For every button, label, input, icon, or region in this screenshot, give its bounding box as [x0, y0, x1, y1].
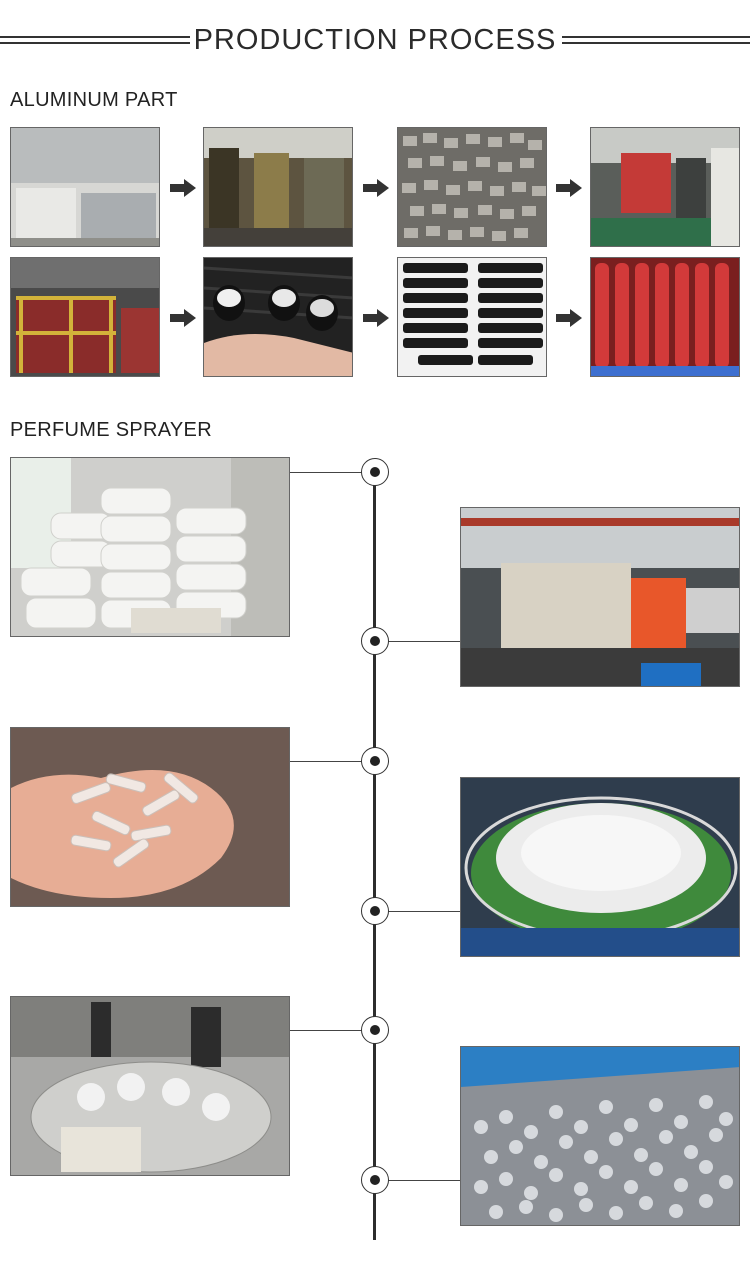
- page-title: PRODUCTION PROCESS: [193, 24, 557, 56]
- photo-aluminum-machine: [590, 127, 740, 247]
- machine-image: [591, 128, 739, 246]
- blue-bin-image: [461, 1047, 739, 1225]
- photo-aluminum-raw-stock: [10, 127, 160, 247]
- photo-aluminum-red-tubes: [590, 257, 740, 377]
- vibratory-bowl-image: [461, 778, 739, 956]
- black-caps-image: [204, 258, 352, 376]
- photo-sprayer-assembly-machine: [10, 996, 290, 1176]
- arrow-right-icon: [170, 309, 196, 327]
- injection-machine-image: [461, 508, 739, 686]
- racks-image: [11, 258, 159, 376]
- timeline-line: [373, 470, 376, 1240]
- photo-aluminum-racks: [10, 257, 160, 377]
- timeline-node: [361, 897, 389, 925]
- arrow-right-icon: [363, 309, 389, 327]
- arrow-right-icon: [170, 179, 196, 197]
- red-tubes-image: [591, 258, 739, 376]
- section-title-sprayer: PERFUME SPRAYER: [10, 419, 212, 441]
- photo-aluminum-press: [203, 127, 353, 247]
- black-tubes-image: [398, 258, 546, 376]
- arrow-right-icon: [556, 309, 582, 327]
- timeline-node: [361, 1166, 389, 1194]
- arrow-right-icon: [556, 179, 582, 197]
- timeline-node: [361, 458, 389, 486]
- warehouse-image: [11, 128, 159, 246]
- photo-sprayer-vibratory-bowl: [460, 777, 740, 957]
- white-bags-image: [11, 458, 289, 636]
- timeline-node: [361, 1016, 389, 1044]
- photo-sprayer-raw-material-bags: [10, 457, 290, 637]
- timeline-connector: [388, 1180, 460, 1181]
- timeline-node: [361, 747, 389, 775]
- photo-aluminum-slugs: [397, 127, 547, 247]
- aluminum-pieces-image: [398, 128, 546, 246]
- header-rule-left: [0, 36, 190, 44]
- timeline-connector: [290, 472, 362, 473]
- photo-sprayer-finished-caps-bin: [460, 1046, 740, 1226]
- arrow-right-icon: [363, 179, 389, 197]
- timeline-connector: [388, 911, 460, 912]
- photo-sprayer-clear-parts-hand: [10, 727, 290, 907]
- timeline-connector: [290, 1030, 362, 1031]
- header-rule-right: [562, 36, 750, 44]
- section-title-aluminum: ALUMINUM PART: [10, 89, 178, 111]
- photo-aluminum-caps-hand: [203, 257, 353, 377]
- assembly-image: [11, 997, 289, 1175]
- timeline-connector: [388, 641, 460, 642]
- clear-parts-image: [11, 728, 289, 906]
- photo-aluminum-black-tubes: [397, 257, 547, 377]
- timeline-node: [361, 627, 389, 655]
- factory-image: [204, 128, 352, 246]
- timeline-connector: [290, 761, 362, 762]
- photo-sprayer-injection-machine: [460, 507, 740, 687]
